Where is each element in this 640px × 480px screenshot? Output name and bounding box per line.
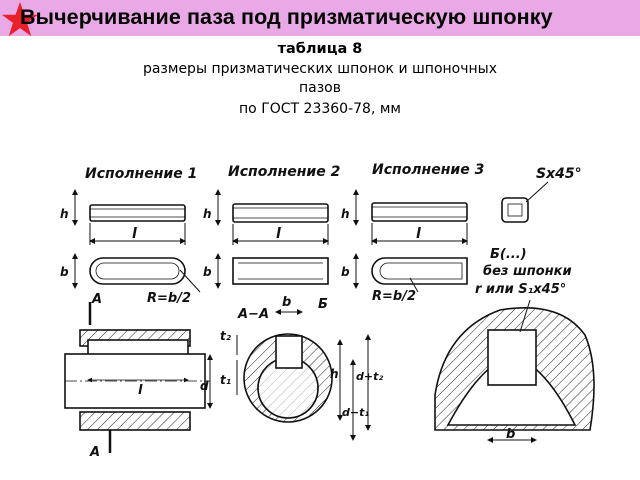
caption-line: размеры призматических шпонок и шпоночны…	[142, 61, 498, 77]
dim-h: h	[330, 367, 339, 381]
cross-section-aa	[243, 333, 333, 423]
section-mark: A	[89, 445, 100, 460]
dim-b: b	[60, 265, 69, 279]
detail-label: Б(...)	[490, 247, 527, 262]
dim-l: l	[138, 383, 143, 398]
caption-line: по ГОСТ 23360-78, мм	[239, 101, 401, 117]
table-caption: таблица 8	[277, 41, 363, 57]
key-v2-plan	[232, 257, 329, 285]
version-1-label: Исполнение 1	[85, 166, 197, 182]
dim-t2: t₂	[220, 329, 232, 343]
red-star-icon	[1, 1, 39, 37]
key-v1-plan	[89, 257, 186, 285]
version-2-label: Исполнение 2	[228, 164, 340, 180]
dim-l: l	[276, 226, 281, 242]
chamfer-label: Sx45°	[536, 166, 582, 182]
dim-b: b	[203, 265, 212, 279]
dim-d-t2: d+t₂	[356, 370, 383, 383]
key-v3-plan	[371, 257, 468, 285]
dim-l: l	[132, 226, 137, 242]
radius-label: R=b/2	[147, 291, 191, 306]
dim-d-t1: d−t₁	[342, 406, 369, 419]
detail-mark: Б	[318, 297, 328, 312]
dim-d: d	[200, 379, 209, 393]
radius-label: R=b/2	[372, 289, 416, 304]
key-v1-side	[89, 204, 186, 222]
title-bar	[0, 0, 640, 36]
key-v2-side	[232, 203, 329, 223]
dim-h: h	[341, 207, 350, 221]
detail-note: r или S₁x45°	[475, 282, 566, 297]
dim-h: h	[203, 207, 212, 221]
dim-l: l	[416, 226, 421, 242]
slide-title: Вычерчивание паза под призматическую шпо…	[20, 5, 553, 29]
technical-drawing: Исполнение 1 Исполнение 2 Исполнение 3 S…	[60, 162, 595, 460]
dim-b: b	[341, 265, 350, 279]
caption-line: пазов	[299, 80, 341, 96]
dim-h: h	[60, 207, 69, 221]
key-section	[501, 197, 529, 223]
dim-t1: t₁	[220, 373, 231, 387]
section-title: A−A	[237, 307, 269, 322]
detail-b	[434, 307, 595, 431]
dim-b: b	[282, 295, 291, 310]
dim-b: b	[506, 427, 515, 442]
detail-note: без шпонки	[483, 264, 572, 279]
key-v3-side	[371, 202, 468, 222]
section-mark: A	[91, 292, 102, 307]
version-3-label: Исполнение 3	[372, 162, 484, 178]
